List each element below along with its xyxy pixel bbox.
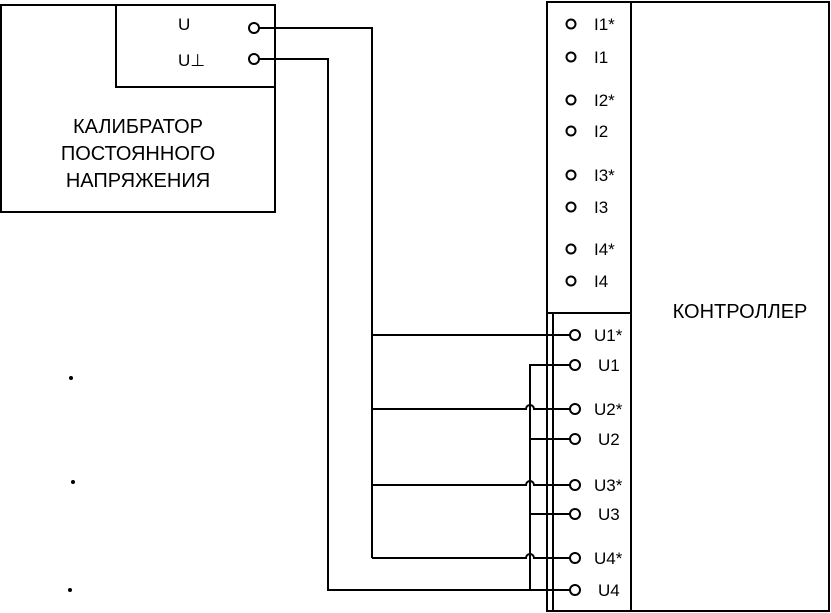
terminal-circle xyxy=(565,243,577,255)
terminal-circle xyxy=(565,169,577,181)
terminal-u-ground xyxy=(248,53,260,65)
wire-u3-star xyxy=(372,480,570,486)
calibrator-title-line-2: ПОСТОЯННОГО xyxy=(61,143,215,165)
voltage-terminal-label: U2 xyxy=(598,430,620,449)
terminal-circle xyxy=(565,125,577,137)
current-terminal-label: I4* xyxy=(594,240,615,259)
terminal-circle xyxy=(569,479,581,491)
voltage-terminal-label: U4* xyxy=(594,549,623,568)
terminal-circle xyxy=(569,433,581,445)
voltage-terminal-label: U1* xyxy=(594,326,623,345)
voltage-terminal-label: U1 xyxy=(598,356,620,375)
terminal-circle xyxy=(565,18,577,30)
calibrator-title-line-1: КАЛИБРАТОР xyxy=(73,116,203,138)
wire-common-bus xyxy=(529,364,570,590)
controller-title: КОНТРОЛЛЕР xyxy=(673,301,808,323)
current-terminal-label: I3 xyxy=(594,198,608,217)
current-terminal-label: I2 xyxy=(594,122,608,141)
terminal-circle xyxy=(565,51,577,63)
voltage-terminal-label: U3 xyxy=(598,505,620,524)
current-terminal-label: I4 xyxy=(594,272,608,291)
terminal-circle xyxy=(569,552,581,564)
voltage-terminal-label: U2* xyxy=(594,400,623,419)
wires xyxy=(259,27,570,591)
current-terminal-label: I2* xyxy=(594,91,615,110)
terminal-u xyxy=(248,22,260,34)
terminal-circle xyxy=(565,201,577,213)
wire-u-bus xyxy=(259,27,373,558)
terminal-circle xyxy=(569,508,581,520)
terminal-label-u: U xyxy=(178,15,190,34)
dot xyxy=(71,480,75,484)
terminal-circle xyxy=(569,359,581,371)
calibrator-block: U U⊥ КАЛИБРАТОР ПОСТОЯННОГО НАПРЯЖЕНИЯ xyxy=(0,4,276,213)
voltage-terminal-label: U3* xyxy=(594,476,623,495)
wire-u2-star xyxy=(372,404,570,410)
wire-u-ground xyxy=(259,58,570,591)
controller-box xyxy=(546,1,830,612)
terminal-circle xyxy=(569,403,581,415)
voltage-terminal-label: U4 xyxy=(598,581,620,600)
current-terminal-label: I3* xyxy=(594,166,615,185)
terminal-circle xyxy=(565,94,577,106)
calibrator-title-line-3: НАПРЯЖЕНИЯ xyxy=(66,170,210,192)
current-terminal-label: I1 xyxy=(594,48,608,67)
current-terminal-label: I1* xyxy=(594,15,615,34)
terminal-label-u-ground: U⊥ xyxy=(178,51,205,70)
dot xyxy=(69,376,73,380)
terminal-circle xyxy=(569,329,581,341)
terminal-circle xyxy=(565,275,577,287)
terminal-circle xyxy=(569,584,581,596)
wire-u4-star xyxy=(372,553,570,559)
dot xyxy=(68,588,72,592)
calibrator-terminal-panel xyxy=(115,4,276,88)
